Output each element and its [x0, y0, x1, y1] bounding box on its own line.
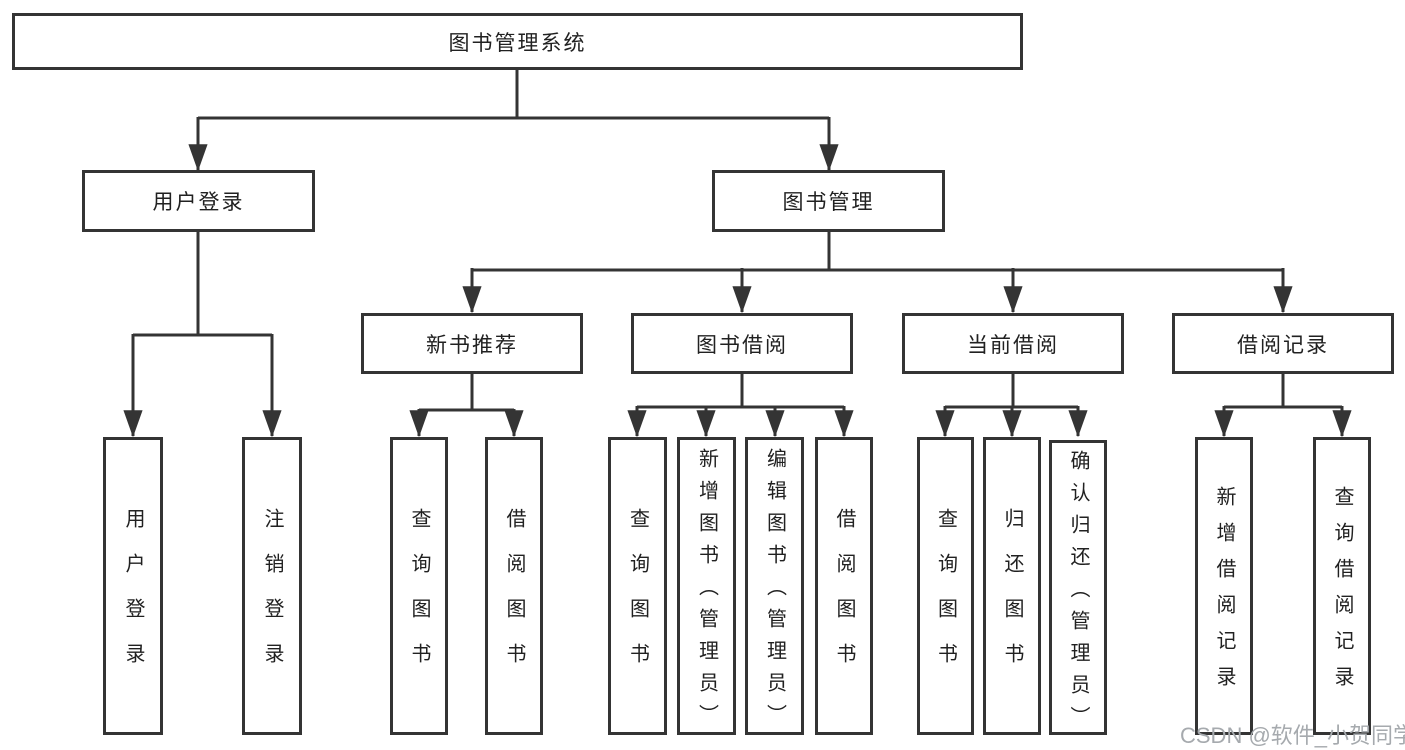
node-book-management: 图书管理	[712, 170, 945, 232]
node-label: 确认归还（管理员）	[1067, 449, 1089, 738]
node-label: 查询借阅记录	[1331, 486, 1353, 702]
node-label: 借阅图书	[833, 508, 855, 688]
node-label: 图书管理	[782, 191, 875, 214]
leaf-add-books-admin: 新增图书（管理员）	[677, 437, 736, 736]
node-label: 新增图书（管理员）	[695, 448, 718, 736]
leaf-add-borrow-record: 新增借阅记录	[1195, 437, 1253, 735]
node-label: 图书管理系统	[448, 31, 587, 55]
node-label: 新增借阅记录	[1213, 486, 1235, 702]
node-label: 归还图书	[1001, 508, 1023, 688]
node-user-login: 用户登录	[82, 170, 315, 232]
leaf-query-books: 查询图书	[390, 437, 448, 735]
node-library-system: 图书管理系统	[12, 13, 1023, 70]
node-label: 当前借阅	[967, 333, 1059, 357]
node-label: 查询图书	[934, 508, 957, 688]
csdn-watermark: CSDN @软件_小贺同学	[1180, 723, 1405, 748]
node-book-borrow: 图书借阅	[631, 313, 853, 374]
leaf-user-login: 用户登录	[103, 437, 163, 735]
node-label: 用户登录	[122, 508, 144, 688]
node-label: 用户登录	[152, 191, 245, 214]
leaf-confirm-return-admin: 确认归还（管理员）	[1049, 440, 1107, 738]
node-borrow-records: 借阅记录	[1172, 313, 1394, 374]
node-label: 编辑图书（管理员）	[763, 448, 786, 736]
node-current-borrow: 当前借阅	[902, 313, 1124, 374]
leaf-return-books: 归还图书	[983, 437, 1041, 735]
node-label: 图书借阅	[696, 333, 788, 357]
node-label: 新书推荐	[426, 333, 518, 357]
node-label: 借阅图书	[503, 508, 525, 688]
leaf-edit-books-admin: 编辑图书（管理员）	[745, 437, 804, 736]
node-label: 查询图书	[626, 508, 649, 688]
node-label: 查询图书	[408, 508, 430, 688]
leaf-borrow-books: 借阅图书	[485, 437, 543, 735]
leaf-query-books: 查询图书	[917, 437, 974, 735]
node-label: 借阅记录	[1237, 333, 1329, 357]
leaf-borrow-books: 借阅图书	[815, 437, 873, 735]
leaf-logout: 注销登录	[242, 437, 302, 735]
leaf-query-books: 查询图书	[608, 437, 667, 735]
node-new-book-recommend: 新书推荐	[361, 313, 583, 374]
node-label: 注销登录	[261, 508, 283, 688]
leaf-query-borrow-record: 查询借阅记录	[1313, 437, 1371, 735]
